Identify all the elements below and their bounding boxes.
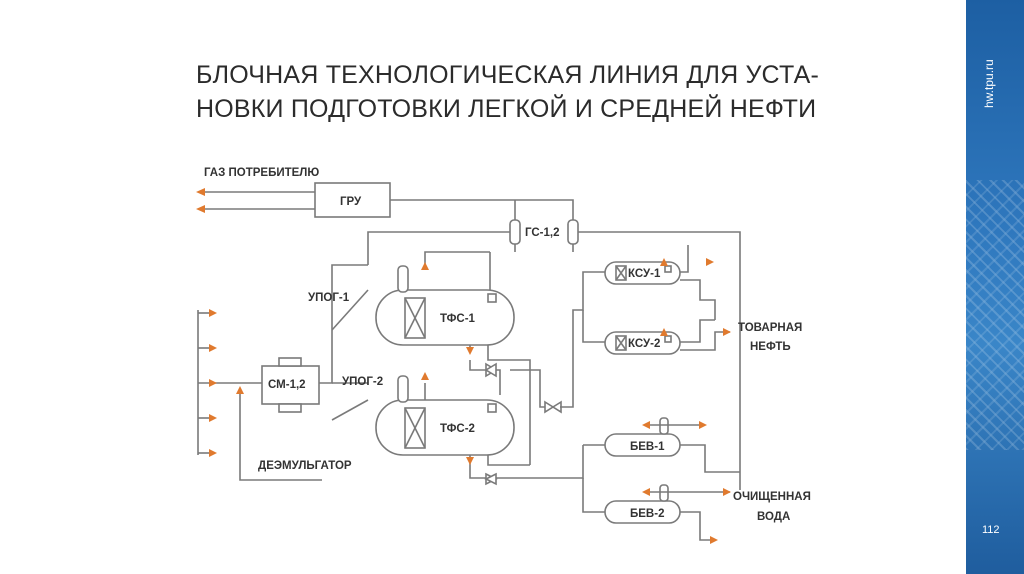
tfs-1-vessel bbox=[375, 252, 531, 465]
tfs-2-water-arrow bbox=[466, 457, 474, 465]
label-tfs-2: ТФС-2 bbox=[440, 423, 475, 435]
gru-block bbox=[314, 182, 391, 218]
label-upog-2: УПОГ-2 bbox=[342, 376, 383, 388]
process-flow-diagram: ГАЗ ПОТРЕБИТЕЛЮ ГРУ ГС-1,2 УПОГ-1 УПОГ-2… bbox=[196, 167, 811, 544]
gas-arrow-1 bbox=[196, 188, 205, 196]
sm-mixer bbox=[261, 264, 369, 421]
label-ksu-1: КСУ-1 bbox=[628, 268, 661, 280]
ksu-1-arrow bbox=[706, 258, 714, 266]
commodity-oil-arrow bbox=[723, 328, 731, 336]
label-sm: СМ-1,2 bbox=[268, 379, 306, 391]
sidebar-pattern bbox=[966, 180, 1024, 450]
site-url: hw.tpu.ru bbox=[982, 59, 996, 108]
ksu-2-gas-arrow bbox=[660, 328, 668, 336]
label-gru: ГРУ bbox=[340, 196, 362, 208]
label-commodity-oil-1: ТОВАРНАЯ bbox=[738, 322, 802, 334]
ksu-2-vessel bbox=[604, 319, 730, 355]
inlet-manifold bbox=[197, 309, 322, 481]
bev-1-vessel bbox=[604, 417, 740, 473]
bev-2-vessel bbox=[604, 484, 730, 541]
water-lines bbox=[582, 444, 605, 513]
tfs-2-vessel bbox=[375, 375, 584, 479]
tfs-2-gas-arrow bbox=[421, 372, 429, 380]
ksu-1-gas-arrow bbox=[660, 258, 668, 266]
label-ksu-2: КСУ-2 bbox=[628, 338, 660, 350]
clean-water-arrow bbox=[723, 488, 731, 496]
label-bev-1: БЕВ-1 bbox=[630, 441, 665, 453]
sidebar-banner bbox=[966, 0, 1024, 574]
label-upog-1: УПОГ-1 bbox=[308, 292, 350, 304]
label-clean-water-1: ОЧИЩЕННАЯ bbox=[733, 491, 811, 503]
page-number: 112 bbox=[982, 524, 1000, 536]
page-title: БЛОЧНАЯ ТЕХНОЛОГИЧЕСКАЯ ЛИНИЯ ДЛЯ УСТА- … bbox=[196, 58, 820, 126]
ksu-1-vessel bbox=[604, 245, 716, 320]
label-gs: ГС-1,2 bbox=[525, 227, 560, 239]
label-clean-water-2: ВОДА bbox=[757, 511, 790, 523]
gas-arrow-2 bbox=[196, 205, 205, 213]
gas-lines bbox=[200, 191, 741, 490]
bev-1-arrow bbox=[642, 421, 650, 429]
label-demulsifier: ДЕЭМУЛЬГАТОР bbox=[258, 460, 352, 472]
gas-separators bbox=[509, 219, 579, 252]
label-gas-consumer: ГАЗ ПОТРЕБИТЕЛЮ bbox=[204, 167, 319, 179]
tfs-1-water-arrow bbox=[466, 347, 474, 355]
title-line-1: БЛОЧНАЯ ТЕХНОЛОГИЧЕСКАЯ ЛИНИЯ ДЛЯ УСТА- bbox=[196, 61, 820, 89]
tfs-1-gas-arrow bbox=[421, 262, 429, 270]
label-commodity-oil-2: НЕФТЬ bbox=[750, 341, 791, 353]
oil-lines bbox=[469, 271, 605, 486]
bev-2-out-arrow bbox=[710, 536, 718, 544]
label-tfs-1: ТФС-1 bbox=[440, 313, 476, 325]
title-line-2: НОВКИ ПОДГОТОВКИ ЛЕГКОЙ И СРЕДНЕЙ НЕФТИ bbox=[196, 95, 817, 123]
label-bev-2: БЕВ-2 bbox=[630, 508, 664, 520]
bev-1-out-arrow bbox=[699, 421, 707, 429]
bev-2-arrow bbox=[642, 488, 650, 496]
